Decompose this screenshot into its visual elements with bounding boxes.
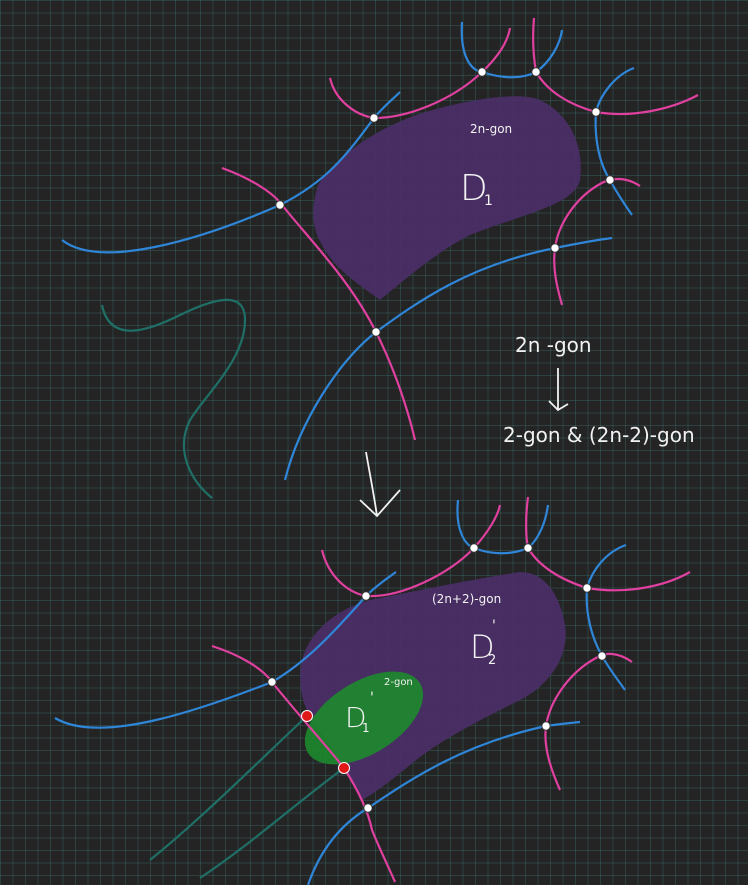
blue-curve-top-2 (283, 236, 613, 481)
region-d1-prime (304, 671, 424, 765)
region-d1 (313, 96, 581, 300)
blue-curve-bottom-3 (456, 499, 550, 555)
vertex (363, 803, 373, 813)
region-label-d1: D (460, 168, 488, 209)
red-vertices (301, 710, 350, 774)
vertex (267, 677, 277, 687)
teal-curve-bottom-2 (199, 767, 345, 879)
blue-curve-top-4 (594, 66, 635, 216)
blue-curve-bottom-2 (306, 720, 581, 885)
bottom-figure: (2n+2)-gon D 2 ' 2-gon D 1 ' (54, 496, 691, 885)
blue-curve-bottom-4 (585, 543, 627, 691)
blue-curve-top-1 (61, 91, 401, 254)
region-subscript-d1: 1 (484, 193, 493, 209)
vertex (477, 67, 487, 77)
pink-curve-top-3 (532, 17, 699, 116)
region-label-d1-prime: D (345, 701, 367, 734)
pink-curve-bottom-3 (525, 496, 691, 592)
annotation-line-2: 2-gon & (2n-2)-gon (503, 423, 695, 447)
vertex (469, 543, 479, 553)
transition-arrow (359, 451, 401, 518)
region-subscript-d1-prime: 1 (362, 721, 370, 735)
top-vertices (275, 67, 615, 337)
bottom-vertices (267, 543, 607, 813)
blue-curve-top-3 (460, 21, 564, 79)
pink-curve-top-2 (328, 27, 512, 120)
pink-curve-bottom-2 (320, 504, 502, 598)
region-prime-d1: ' (370, 690, 374, 706)
vertex (361, 591, 371, 601)
region-prime-d2: ' (492, 618, 496, 634)
annotation: 2n -gon 2-gon & (2n-2)-gon (503, 333, 695, 447)
top-figure: 2n-gon D 1 (61, 17, 699, 499)
down-arrow-small (548, 368, 569, 412)
pink-curve-top-4 (553, 177, 641, 306)
region-subscript-d2: 2 (488, 653, 496, 668)
vertex (550, 243, 560, 253)
new-vertex-red (301, 710, 313, 722)
vertex (523, 543, 533, 553)
pink-curve-top-1 (221, 166, 417, 441)
blue-curve-bottom-1 (54, 571, 397, 729)
vertex (369, 113, 379, 123)
polygon-label-top: 2n-gon (470, 122, 512, 136)
vertex (605, 175, 615, 185)
vertex (591, 107, 601, 117)
polygon-label-green: 2-gon (384, 677, 413, 688)
teal-curve-bottom-1 (149, 715, 308, 861)
vertex (582, 583, 592, 593)
vertex (371, 327, 381, 337)
vertex (597, 651, 607, 661)
annotation-line-1: 2n -gon (515, 333, 592, 357)
region-label-d2-prime: D (470, 628, 495, 666)
teal-curve-left (100, 298, 247, 499)
polygon-label-purple: (2n+2)-gon (432, 592, 501, 606)
pink-curve-bottom-4 (544, 652, 633, 791)
vertex (275, 200, 285, 210)
vertex (541, 721, 551, 731)
new-vertex-red (338, 762, 350, 774)
vertex (531, 67, 541, 77)
